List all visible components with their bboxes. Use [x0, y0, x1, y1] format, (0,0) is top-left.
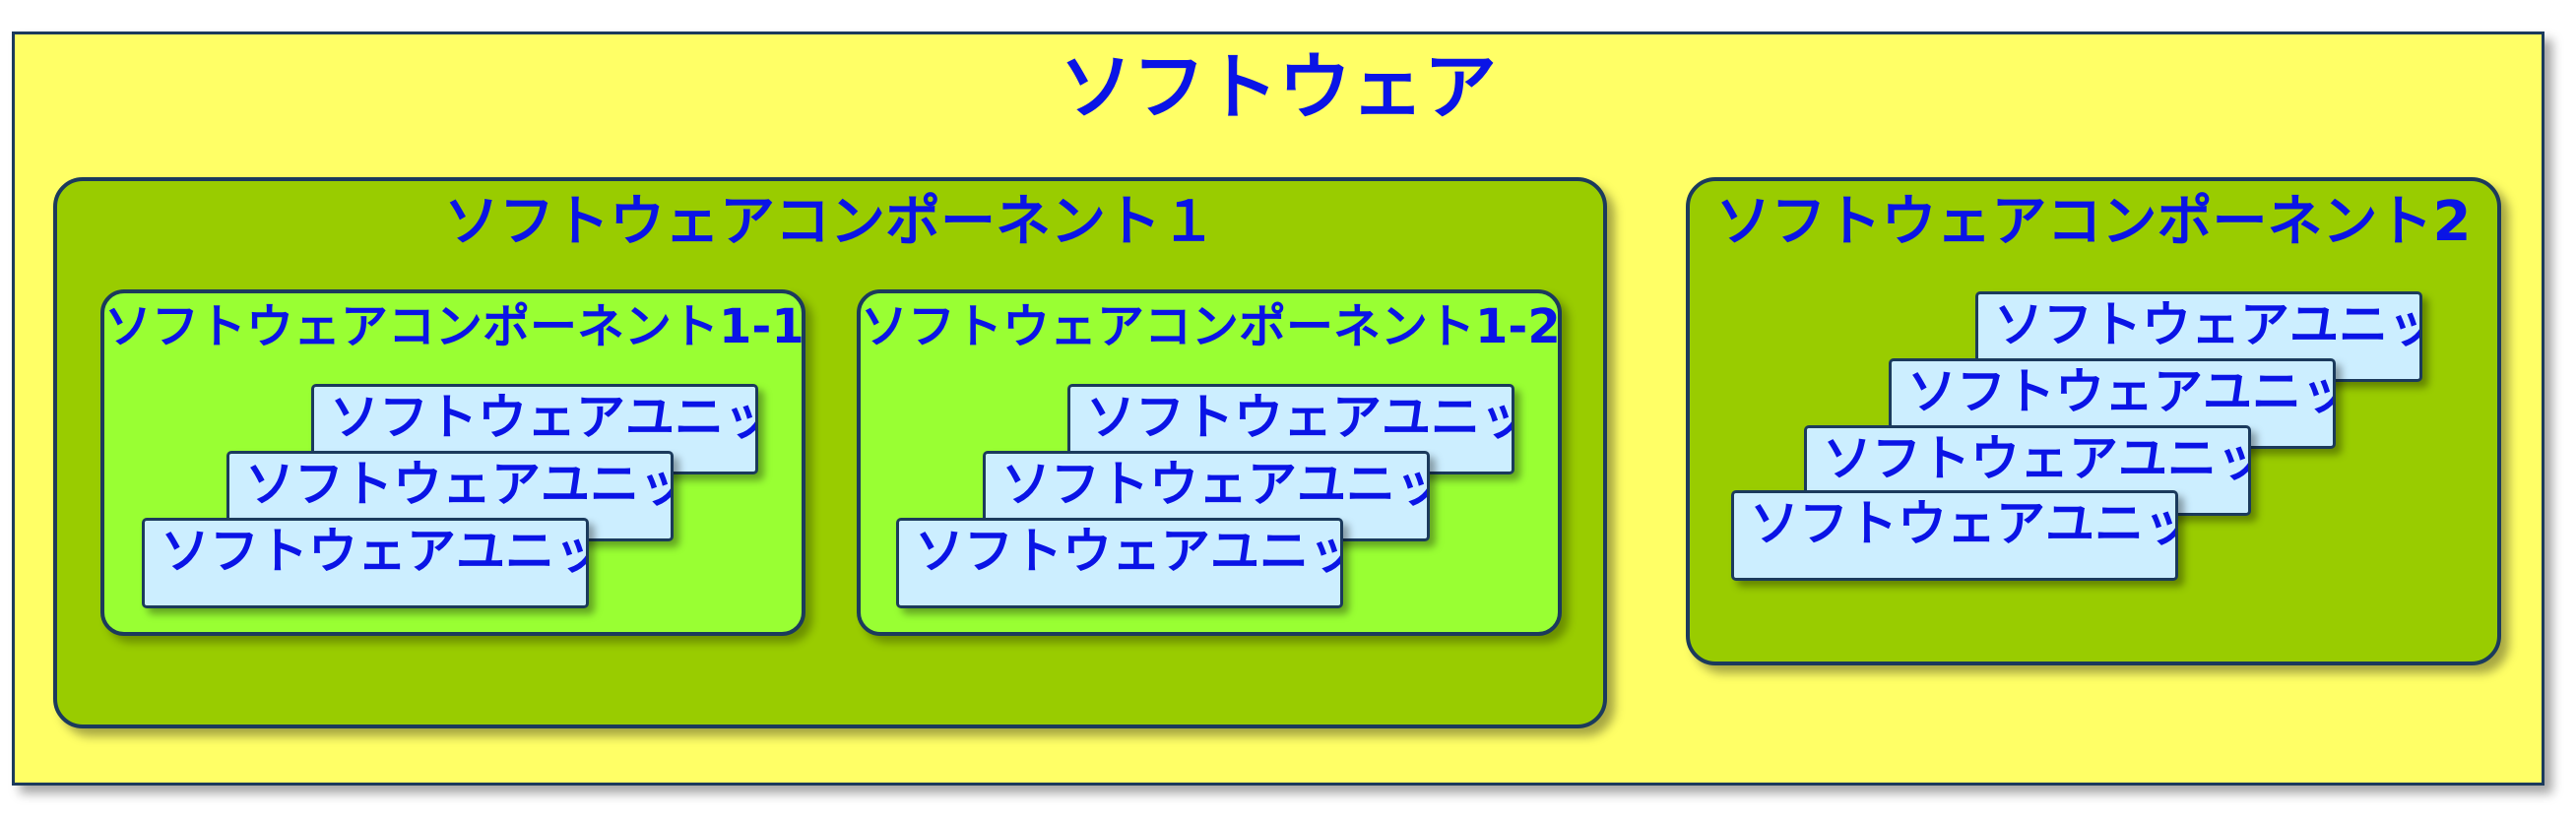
software-unit-1-2-c: ソフトウェアユニット: [896, 518, 1343, 608]
component-1-2-title: ソフトウェアコンポーネント1-2: [861, 299, 1561, 354]
software-title: ソフトウェア: [1060, 45, 1497, 130]
software-unit-1-1-c: ソフトウェアユニット: [142, 518, 589, 608]
component-2-title: ソフトウェアコンポーネント2: [1715, 190, 2472, 254]
component-1-1-title: ソフトウェアコンポーネント1-1: [104, 299, 805, 354]
software-unit-2-d: ソフトウェアユニット: [1731, 490, 2178, 581]
component-1-title: ソフトウェアコンポーネント１: [444, 190, 1216, 254]
